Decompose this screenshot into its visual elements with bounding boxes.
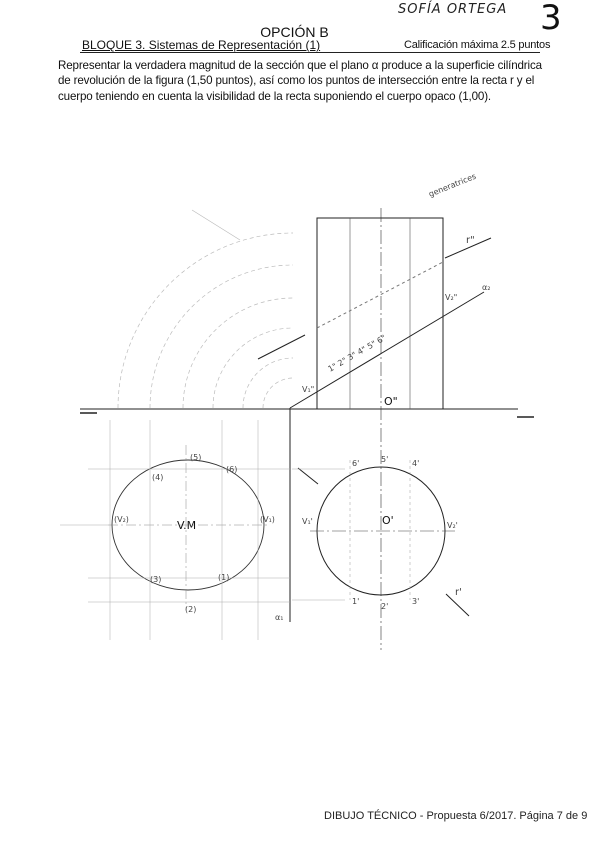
page-footer: DIBUJO TÉCNICO - Propuesta 6/2017. Págin…: [324, 810, 588, 822]
label-pt-6: (6): [226, 465, 237, 474]
block-title: BLOQUE 3. Sistemas de Representación (1): [82, 38, 321, 52]
cylinder-plan: [310, 460, 455, 600]
header-rule: [80, 52, 540, 53]
cylinder-elevation: [316, 208, 444, 650]
label-plan-1: 1': [352, 597, 359, 606]
label-pt-1: (1): [218, 573, 229, 582]
grade-mark: 3: [540, 0, 562, 38]
label-r-double: r": [466, 235, 475, 246]
line-r-elevation: [257, 237, 492, 360]
alpha2-trace: [289, 291, 485, 409]
label-pt-4: (4): [152, 473, 163, 482]
true-magnitude-section: [108, 445, 268, 610]
label-vm: V.M: [177, 519, 196, 532]
label-v1-elev: V₁": [302, 385, 314, 394]
label-alpha1: α₁: [275, 613, 283, 622]
line-r-plan: [297, 467, 470, 617]
label-pt-v2: (V₂): [114, 515, 129, 524]
problem-statement: Representar la verdadera magnitud de la …: [58, 59, 542, 103]
label-o-double: O": [384, 395, 398, 408]
ground-line: [80, 408, 534, 418]
student-name: SOFÍA ORTEGA: [398, 2, 508, 17]
label-pt-v1: (V₁): [260, 515, 275, 524]
label-pt-2: (2): [185, 605, 196, 614]
vm-construction-lines: [60, 420, 345, 640]
label-v2-elev: V₂": [445, 293, 457, 302]
label-v1-plan: V₁': [302, 517, 313, 526]
option-title: OPCIÓN B: [260, 24, 329, 40]
label-plan-5: 5': [381, 455, 388, 464]
grading-note: Calificación máxima 2.5 puntos: [404, 39, 551, 51]
construction-arcs: [117, 209, 294, 409]
label-plan-6: 6': [352, 459, 359, 468]
label-pt-3: (3): [150, 575, 161, 584]
label-plan-2: 2': [381, 602, 388, 611]
label-pt-5: (5): [190, 453, 201, 462]
label-alpha2: α₂: [482, 283, 490, 292]
label-plan-4: 4': [412, 459, 419, 468]
label-v2-plan: V₂': [447, 521, 458, 530]
label-o-single: O': [382, 514, 394, 527]
label-plan-3: 3': [412, 597, 419, 606]
label-generatrices: generatrices: [427, 172, 477, 199]
label-r-single: r': [455, 587, 462, 598]
